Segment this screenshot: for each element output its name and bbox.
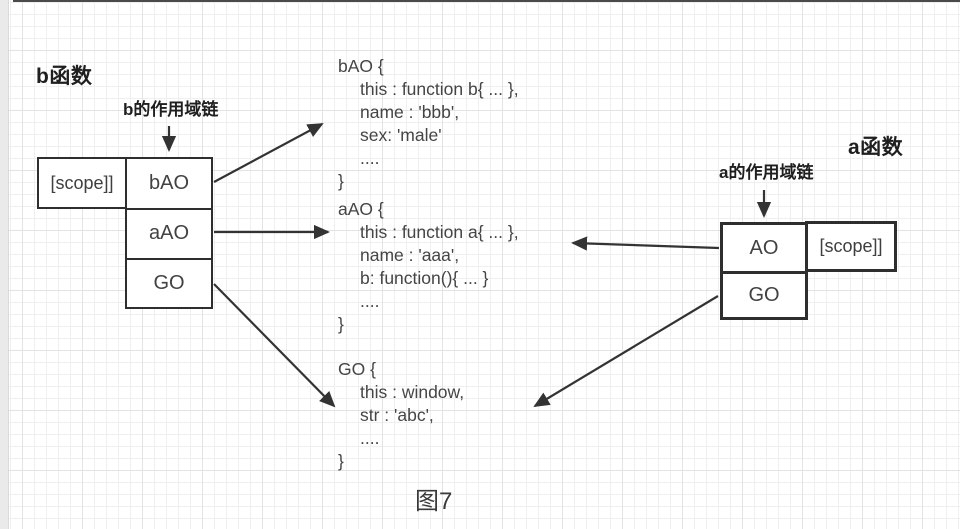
code-line: .... [360,148,380,168]
code-line: name : 'bbb', [360,102,460,122]
a-scope-box: [scope]] [805,221,897,272]
object-literal-aAO: aAO { this : function a{ ... }, name : '… [338,198,519,336]
stack-cell-GO-left: GO [127,257,211,307]
arrow-AO-to-aAO-object [571,236,720,251]
code-line: this : function b{ ... }, [360,79,519,99]
code-line: .... [360,428,380,448]
stack-cell-bAO: bAO [148,172,190,195]
object-literal-GO: GO { this : window, str : 'abc', .... } [338,358,464,473]
a-scope-chain-label: a的作用域链 [719,163,814,182]
window-top-border [13,0,960,2]
code-line: GO { [338,359,376,379]
arrow-right-GO-to-GO-object [533,295,719,408]
code-line: this : function a{ ... }, [360,222,519,242]
code-line: } [338,171,344,191]
stack-cell-AO: AO [749,236,779,259]
code-line: str : 'abc', [360,405,434,425]
code-line: name : 'aaa', [360,245,460,265]
page-left-edge [0,0,9,529]
arrow-bAO-to-bAO-object [213,123,324,183]
b-scope-chain-label: b的作用域链 [123,100,219,119]
object-literal-bAO: bAO { this : function b{ ... }, name : '… [338,55,519,193]
a-function-title: a函数 [848,136,904,159]
b-scope-box-label: [scope]] [50,172,114,193]
arrow-left-GO-to-GO-object [213,283,336,408]
b-function-title: b函数 [36,65,93,88]
code-line: } [338,314,344,334]
a-scope-box-label: [scope]] [819,236,883,256]
b-scope-chain-stack: bAO aAO GO [125,157,213,309]
code-line: sex: 'male' [360,125,442,145]
code-line: } [338,451,344,471]
code-line: bAO { [338,56,384,76]
stack-cell-GO-right: GO [723,271,805,317]
stack-cell-aAO: aAO [127,208,211,257]
b-scope-box: [scope]] [37,157,127,209]
code-line: .... [360,291,380,311]
code-line: aAO { [338,199,384,219]
code-line: this : window, [360,382,465,402]
figure-caption: 图7 [415,488,453,515]
code-line: b: function(){ ... } [360,268,489,288]
a-scope-chain-stack: AO GO [720,222,808,320]
